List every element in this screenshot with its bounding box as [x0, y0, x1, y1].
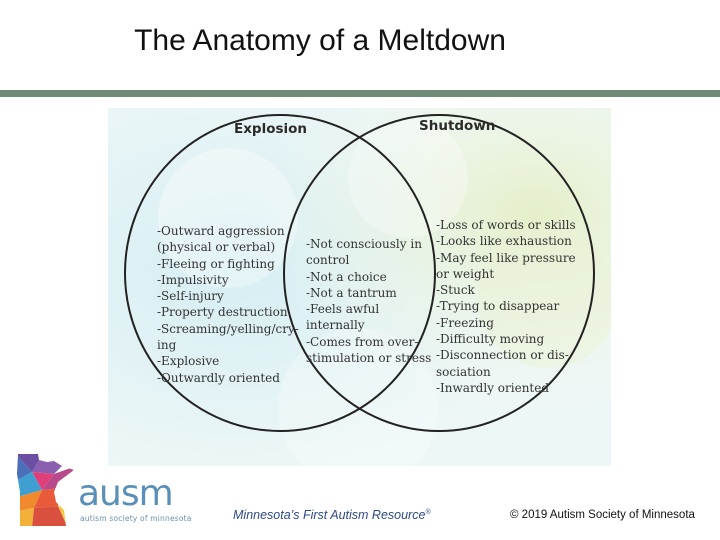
list-item: control [306, 252, 431, 268]
list-item: -Outwardly oriented [157, 370, 299, 386]
list-item: -Loss of words or skills [436, 217, 576, 233]
page-title: The Anatomy of a Meltdown [0, 24, 720, 58]
footer-tagline: Minnesota’s First Autism Resource® [233, 508, 431, 522]
list-item: -Explosive [157, 353, 299, 369]
shutdown-list: -Loss of words or skills -Looks like exh… [436, 217, 576, 396]
list-item: -Not consciously in [306, 236, 431, 252]
list-item: (physical or verbal) [157, 239, 299, 255]
list-item: -Not a choice [306, 269, 431, 285]
overlap-list: -Not consciously in control -Not a choic… [306, 236, 431, 366]
list-item: stimulation or stress [306, 350, 431, 366]
list-item: -Comes from over- [306, 334, 431, 350]
list-item: -Difficulty moving [436, 331, 576, 347]
explosion-list: -Outward aggression (physical or verbal)… [157, 223, 299, 386]
list-item: -Disconnection or dis- [436, 347, 576, 363]
copyright-notice: © 2019 Autism Society of Minnesota [510, 509, 695, 521]
list-item: -Property destruction [157, 304, 299, 320]
list-item: -Stuck [436, 282, 576, 298]
list-item: -Self-injury [157, 288, 299, 304]
venn-diagram: Explosion Shutdown -Outward aggression (… [108, 108, 611, 466]
shutdown-label: Shutdown [419, 118, 495, 134]
list-item: -Inwardly oriented [436, 380, 576, 396]
list-item: internally [306, 317, 431, 333]
list-item: -Fleeing or fighting [157, 256, 299, 272]
list-item: -Trying to disappear [436, 298, 576, 314]
list-item: or weight [436, 266, 576, 282]
list-item: sociation [436, 364, 576, 380]
list-item: ing [157, 337, 299, 353]
list-item: -Feels awful [306, 301, 431, 317]
list-item: -Looks like exhaustion [436, 233, 576, 249]
logo-wordmark: ausm [78, 476, 173, 512]
list-item: -Screaming/yelling/cry- [157, 321, 299, 337]
registered-mark: ® [425, 509, 430, 516]
list-item: -Impulsivity [157, 272, 299, 288]
logo-subtitle: autism society of minnesota [80, 514, 192, 523]
list-item: -Freezing [436, 315, 576, 331]
tagline-text: Minnesota’s First Autism Resource [233, 508, 425, 522]
list-item: -Not a tantrum [306, 285, 431, 301]
list-item: -May feel like pressure [436, 250, 576, 266]
title-divider [0, 90, 720, 97]
explosion-label: Explosion [234, 121, 307, 137]
list-item: -Outward aggression [157, 223, 299, 239]
